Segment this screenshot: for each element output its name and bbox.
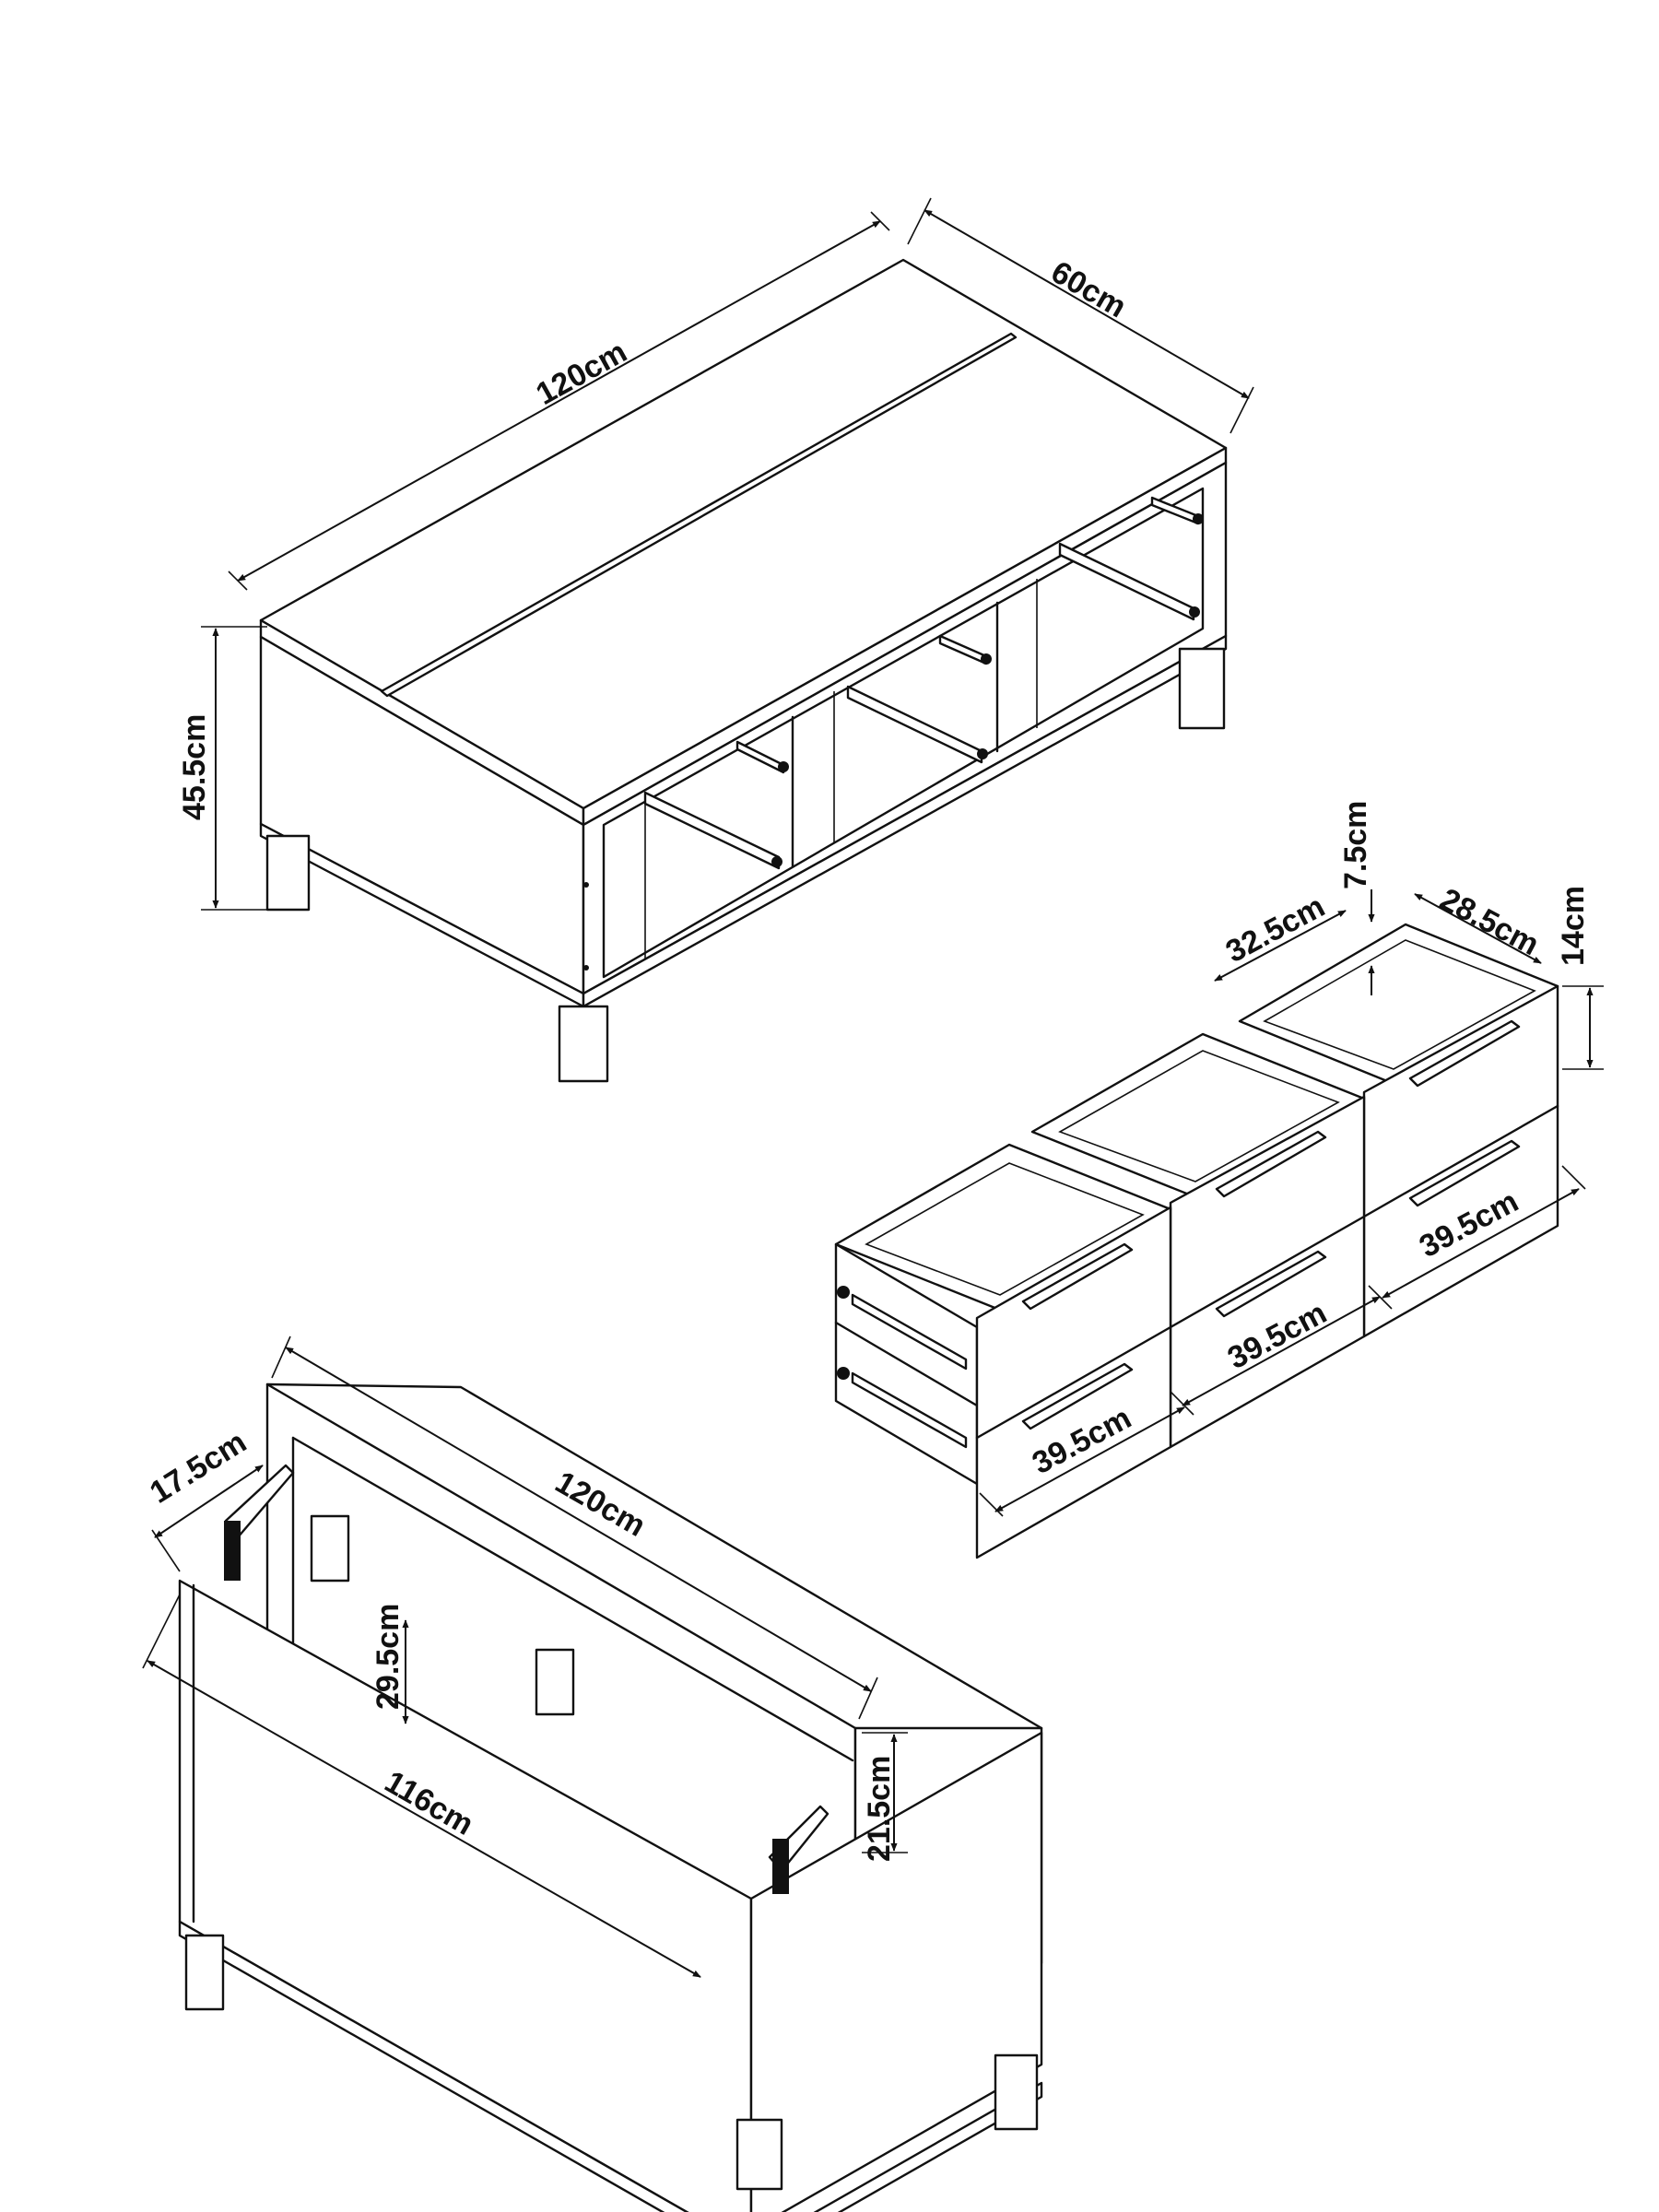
drawer-front [834,1143,1172,1559]
depth-label: 60cm [1045,254,1132,324]
hinge-offset-label: 17.5cm [144,1424,253,1510]
lid-length-line [285,1347,872,1692]
inner-length-line [147,1660,701,1978]
coffee-table-closed: 120cm 60cm 45.5cm [177,197,1254,1083]
drawer-gap-label: 7.5cm [1338,801,1373,889]
drawer-left-width-line [994,1406,1185,1512]
drawer-height-label: 14cm [1556,886,1591,966]
inner-height-label: 21.5cm [862,1756,897,1862]
drawer-slides [643,496,1204,870]
length-label: 120cm [530,334,632,412]
drawer-right-width-line [1382,1188,1580,1299]
leg [1178,647,1226,730]
lid-height-label: 29.5cm [371,1604,406,1710]
drawer-front-width-line [1214,910,1347,982]
drawer-set: 32.5cm 7.5cm 28.5cm 14cm 39.5cm 39.5cm 3… [834,801,1604,1559]
leg [265,834,311,912]
drawer-middle-width-line [1182,1296,1381,1406]
drawer-front-width-label: 32.5cm [1220,888,1331,970]
depth-dimension-line [924,209,1250,399]
leg [735,2118,783,2191]
leg [994,2053,1039,2131]
height-label: 45.5cm [177,714,212,820]
leg [184,1934,225,2011]
hinge-offset-line [154,1465,264,1538]
leg [558,1005,609,1083]
length-dimension-line [237,220,881,582]
coffee-table-lift-top: 120cm 17.5cm 29.5cm 116cm 21.5cm [142,1335,1043,2212]
drawer-depth-line [1414,893,1542,964]
